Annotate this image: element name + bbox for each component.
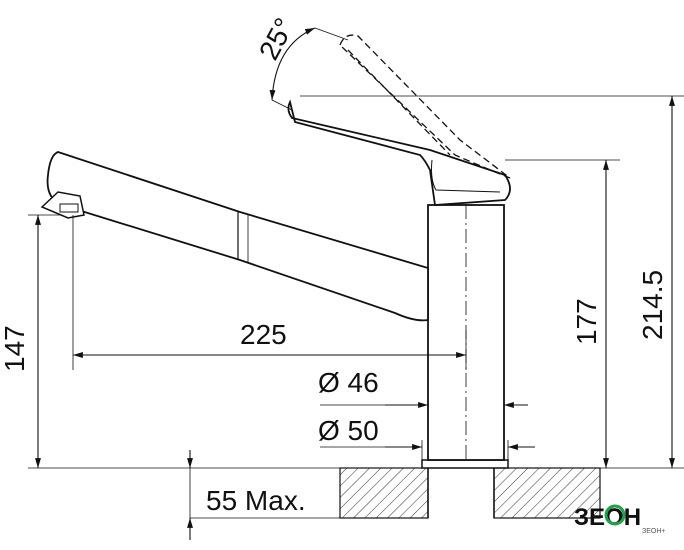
handle-closed-outline bbox=[287, 99, 511, 206]
total-height-dimension: 214.5 bbox=[300, 95, 684, 468]
logo-green-mark bbox=[604, 504, 626, 526]
handle-cartridge-detail bbox=[431, 159, 501, 193]
spout-height-label: 147 bbox=[0, 325, 30, 372]
angle-dimension: 25° bbox=[253, 13, 349, 111]
angle-extension-line-2 bbox=[271, 99, 293, 111]
handle-open-outline bbox=[339, 34, 511, 179]
countertop-left-section bbox=[339, 467, 429, 519]
logo-small-text: ЗЕОН+ bbox=[642, 528, 666, 535]
brand-logo: ЗЕОН ЗЕОН+ bbox=[574, 499, 674, 540]
aerator-ring bbox=[59, 203, 79, 213]
faucet-base-flange bbox=[421, 459, 509, 469]
reach-dimension: 225 bbox=[72, 215, 467, 370]
countertop bbox=[339, 467, 601, 519]
handle-closed bbox=[287, 99, 511, 206]
inner-diameter-label: Ø 46 bbox=[318, 367, 379, 398]
angle-extension-line-1 bbox=[314, 27, 349, 41]
spout-height-dimension: 147 bbox=[0, 214, 340, 469]
countertop-right-section bbox=[493, 467, 601, 519]
outer-diameter-label: Ø 50 bbox=[318, 415, 379, 446]
angle-arc bbox=[269, 27, 316, 101]
body-height-label: 177 bbox=[571, 298, 602, 345]
handle-open-outline-2 bbox=[347, 49, 451, 156]
total-height-label: 214.5 bbox=[637, 270, 668, 340]
reach-label: 225 bbox=[240, 319, 287, 350]
faucet-spout bbox=[40, 151, 429, 322]
mount-thickness-label: 55 Max. bbox=[206, 485, 306, 516]
mount-thickness-dimension: 55 Max. bbox=[187, 450, 340, 540]
handle-open bbox=[339, 34, 511, 179]
outer-diameter-dimension: Ø 50 bbox=[318, 415, 535, 460]
inner-diameter-dimension: Ø 46 bbox=[318, 367, 528, 410]
body-height-dimension: 177 bbox=[505, 159, 684, 469]
zeon-logo-icon: ЗЕОН ЗЕОН+ bbox=[574, 504, 666, 535]
angle-label: 25° bbox=[253, 13, 300, 65]
